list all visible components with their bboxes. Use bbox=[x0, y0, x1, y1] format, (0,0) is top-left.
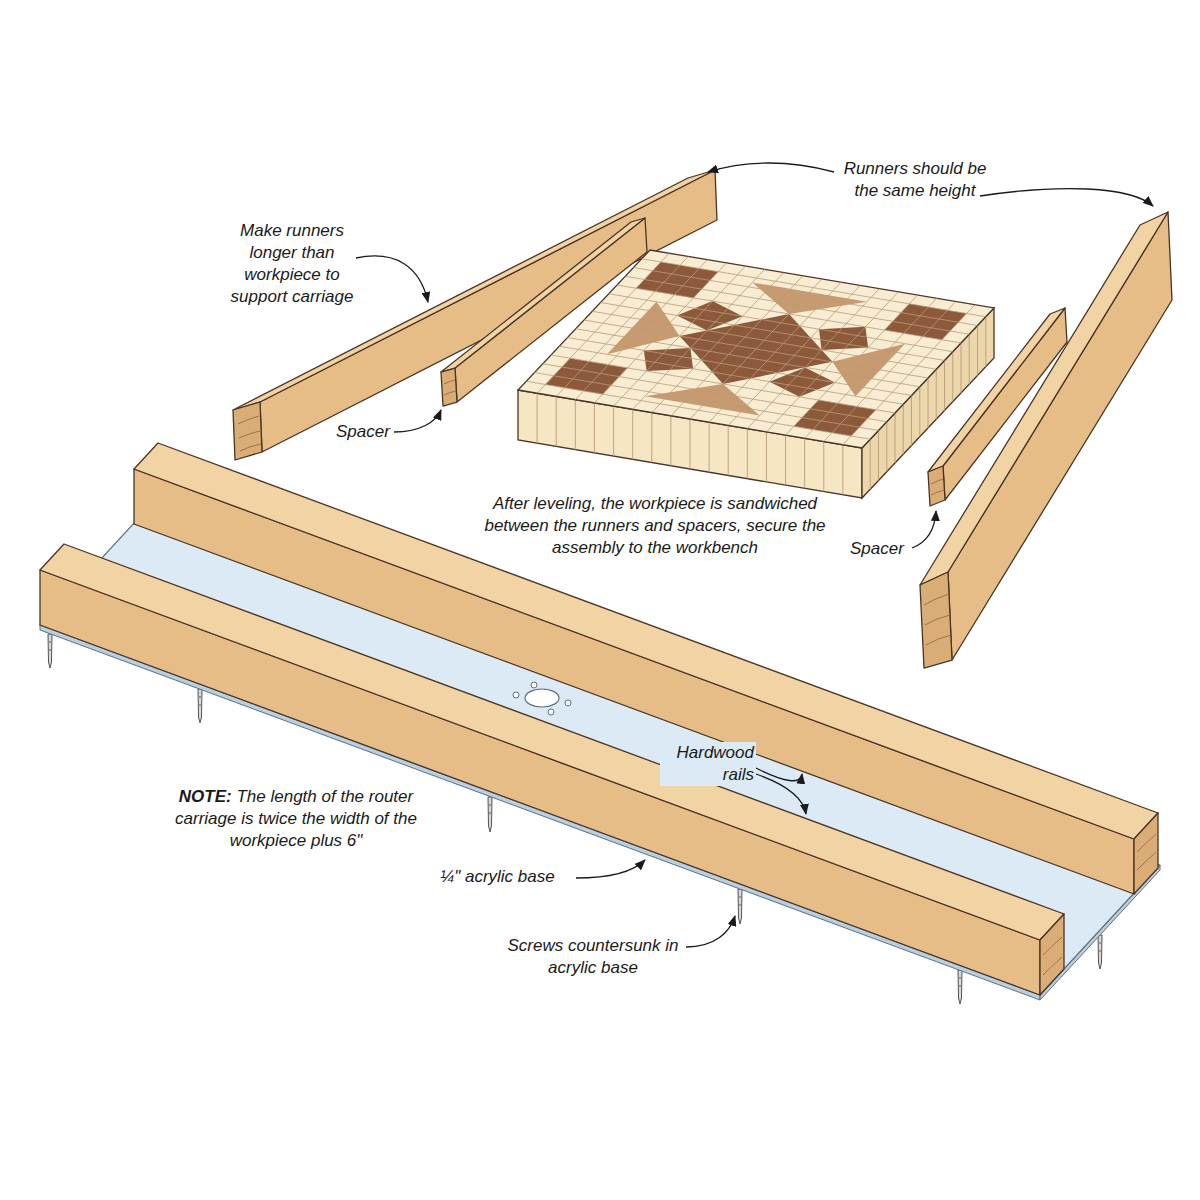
leader-line bbox=[576, 860, 645, 878]
note-text: NOTE:The length of the router carriage i… bbox=[160, 786, 432, 852]
callout-label: Screws countersunk in acrylic base bbox=[500, 935, 686, 979]
end-grain bbox=[1137, 834, 1156, 870]
router-hole bbox=[513, 682, 571, 715]
end-grain bbox=[931, 479, 944, 495]
end-grain bbox=[444, 380, 456, 395]
runner-end bbox=[233, 402, 262, 460]
rail-face bbox=[40, 570, 1040, 995]
part-label: ¼" acrylic base bbox=[440, 866, 580, 888]
screw bbox=[488, 797, 492, 832]
label-text: Hardwood rails bbox=[677, 743, 755, 784]
leader-line bbox=[980, 189, 1153, 206]
leaders bbox=[356, 163, 1153, 947]
screw bbox=[738, 889, 742, 924]
end-grain bbox=[924, 594, 951, 645]
rail-end bbox=[1040, 914, 1064, 995]
leader-line bbox=[756, 774, 806, 814]
instruction-note: After leveling, the workpiece is sandwic… bbox=[470, 493, 840, 559]
end-grain bbox=[1043, 937, 1062, 975]
mount-hole bbox=[565, 700, 571, 706]
label-text: Screws countersunk in acrylic base bbox=[507, 936, 678, 977]
part-label: Spacer bbox=[850, 538, 912, 560]
label-text: ¼" acrylic base bbox=[440, 867, 555, 886]
label-text: Make runners longer than workpiece to su… bbox=[231, 221, 354, 306]
note-heading: NOTE: bbox=[179, 787, 232, 806]
screw bbox=[1098, 935, 1102, 969]
runner-top bbox=[920, 212, 1168, 585]
callout-label: Make runners longer than workpiece to su… bbox=[222, 220, 362, 308]
end-grain bbox=[238, 416, 261, 451]
rail-end bbox=[1134, 813, 1158, 894]
block-grid bbox=[518, 250, 994, 448]
screw bbox=[958, 970, 962, 1004]
screw bbox=[198, 689, 202, 723]
router-carriage bbox=[40, 443, 1160, 1004]
mount-hole bbox=[513, 692, 519, 698]
top-face bbox=[518, 250, 994, 448]
bit-hole bbox=[525, 689, 559, 707]
mount-hole bbox=[531, 682, 537, 688]
leader-line bbox=[912, 511, 936, 548]
right-runner bbox=[920, 212, 1172, 668]
label-text: Spacer bbox=[850, 539, 904, 558]
runner-face bbox=[948, 212, 1172, 660]
leader-line bbox=[356, 256, 428, 302]
part-label: Hardwood rails bbox=[660, 742, 756, 786]
part-label: Spacer bbox=[336, 421, 396, 443]
leader-line bbox=[686, 916, 735, 947]
leader-line bbox=[756, 768, 802, 781]
workpiece-top bbox=[518, 250, 994, 448]
leader-line bbox=[394, 410, 441, 432]
spacer-end bbox=[928, 466, 945, 506]
mount-hole bbox=[548, 709, 554, 715]
rail-top bbox=[40, 544, 1064, 940]
workpiece bbox=[518, 250, 994, 498]
screw bbox=[48, 634, 52, 668]
label-text: After leveling, the workpiece is sandwic… bbox=[484, 494, 825, 557]
spacer-end bbox=[441, 368, 457, 406]
leader-line bbox=[708, 163, 834, 172]
label-text: Spacer bbox=[336, 422, 390, 441]
acrylic-base bbox=[40, 495, 1160, 995]
callout-label: Runners should be the same height bbox=[836, 158, 994, 202]
runner-end bbox=[920, 572, 952, 668]
front-rail bbox=[40, 544, 1064, 995]
label-text: Runners should be the same height bbox=[844, 159, 987, 200]
